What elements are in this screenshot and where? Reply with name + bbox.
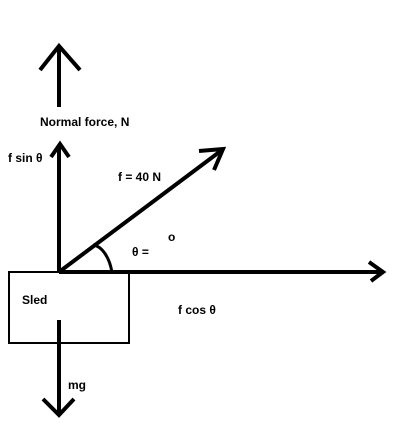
theta-label: θ =: [132, 245, 149, 259]
applied-force-arrow: [57, 146, 227, 274]
normal-force-label: Normal force, N: [40, 115, 129, 129]
f-value-label: f = 40 N: [118, 170, 161, 184]
f-sin-arrow: [49, 140, 71, 272]
mg-label: mg: [68, 378, 86, 392]
sled-box: [8, 271, 130, 344]
f-cos-arrow: [59, 260, 387, 283]
f-cos-label: f cos θ: [178, 303, 216, 317]
normal-force-arrow: [38, 42, 82, 107]
weight-arrow: [41, 320, 76, 418]
angle-arc: [92, 243, 114, 274]
f-sin-label: f sin θ: [8, 151, 43, 165]
sled-label: Sled: [22, 293, 47, 307]
degree-symbol: o: [168, 230, 175, 244]
